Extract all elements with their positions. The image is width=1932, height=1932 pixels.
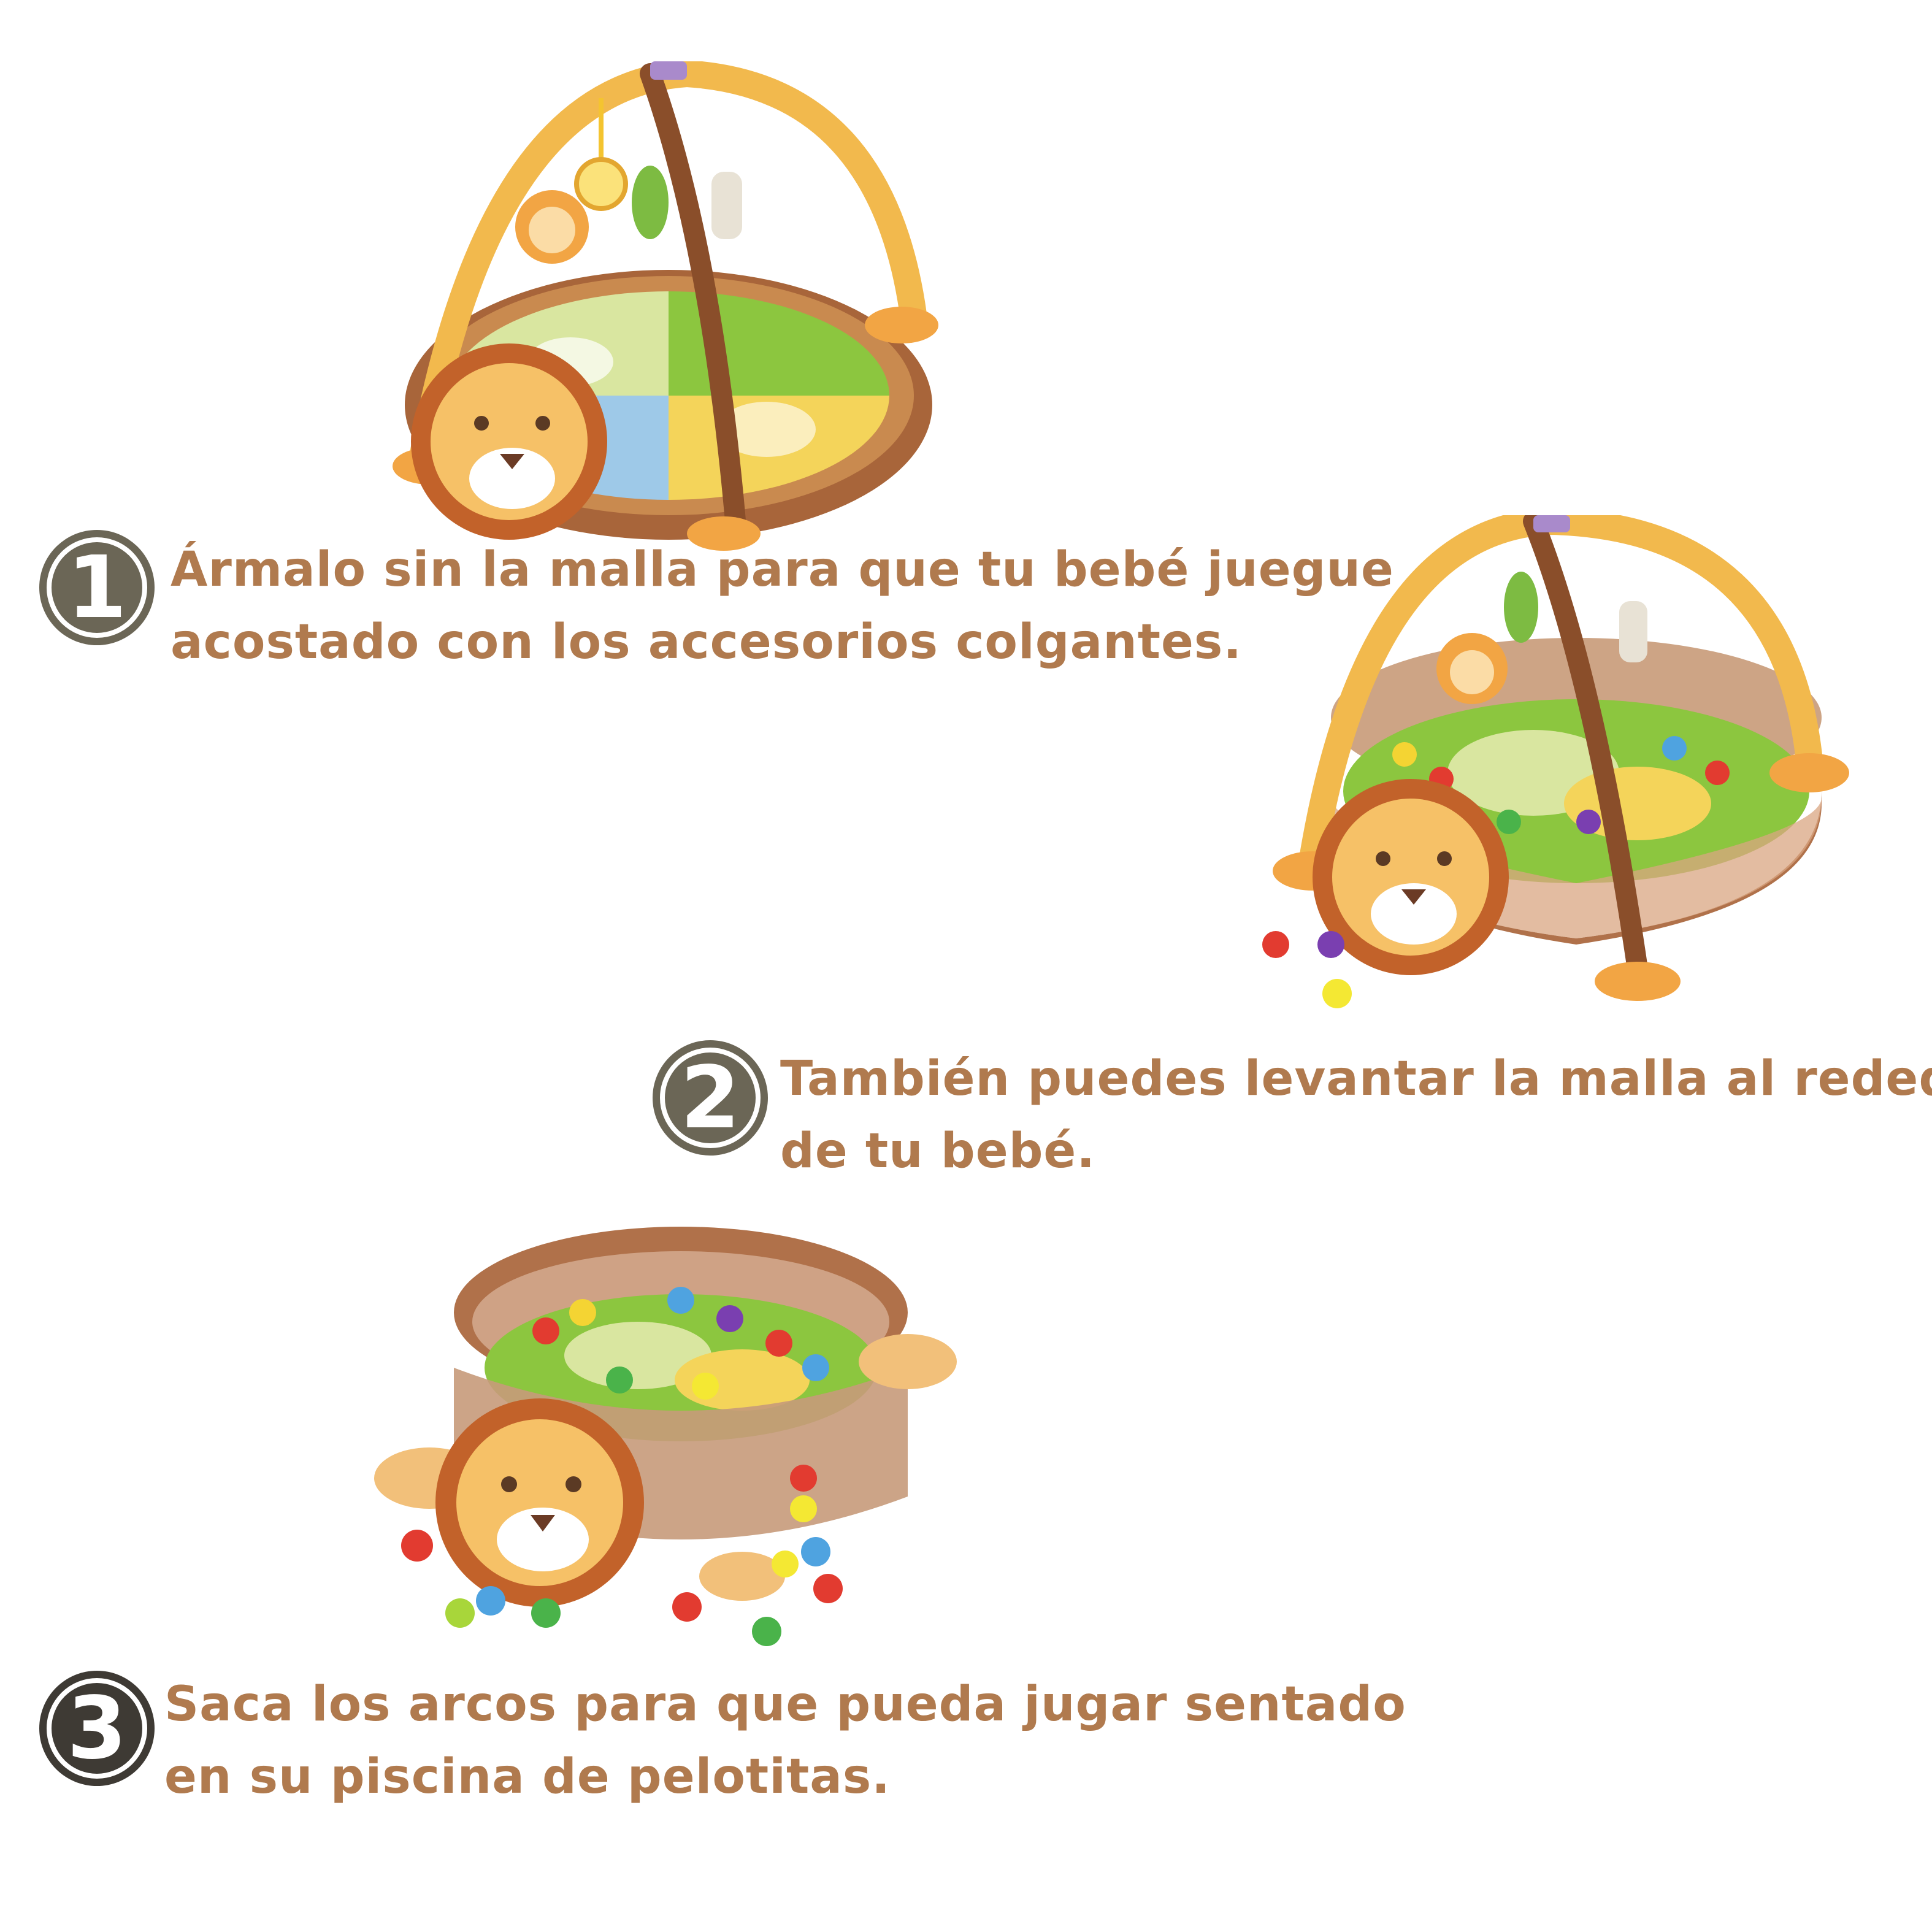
step-1-caption-line-1: Ármalo sin la malla para que tu bebé jue… [171,542,1394,597]
step-2-caption: También puedes levantar la malla al rede… [780,1043,1932,1187]
step-2-caption-line-1: También puedes levantar la malla al rede… [780,1051,1932,1106]
step-1-number: 1 [67,538,126,638]
step-3-caption-line-1: Saca los arcos para que pueda jugar sent… [164,1677,1406,1732]
step-1-caption-line-2: acostado con los accesorios colgantes. [171,615,1242,670]
step-3-badge: 3 [39,1671,155,1786]
step-3-caption: Saca los arcos para que pueda jugar sent… [164,1668,1406,1813]
step-1-badge: 1 [39,530,155,645]
step-1-caption: Ármalo sin la malla para que tu bebé jue… [171,534,1394,678]
play-gym-with-arches-illustration [393,61,938,551]
step-2-badge: 2 [653,1040,768,1156]
step-2-number: 2 [680,1048,740,1148]
step-3-number: 3 [67,1679,126,1779]
step-2-caption-line-2: de tu bebé. [780,1124,1095,1179]
ball-pit-illustration [374,1227,957,1646]
step-3-caption-line-2: en su piscina de pelotitas. [164,1749,891,1804]
play-gym-with-mesh-illustration [1262,515,1849,1008]
